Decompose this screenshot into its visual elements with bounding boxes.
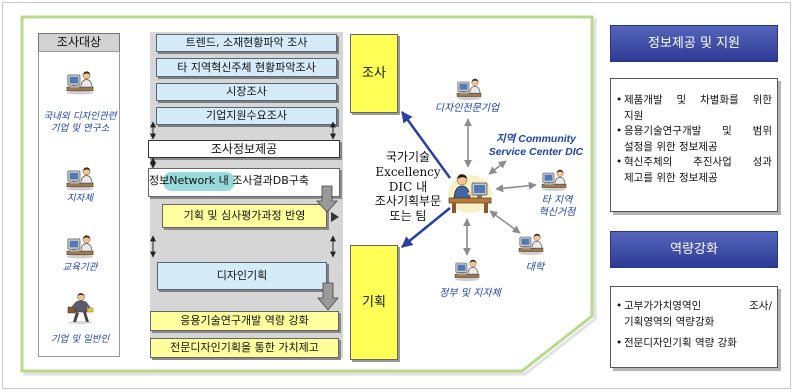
hub-line: 또는 팀 <box>389 209 427 224</box>
node-regional-hubs: 타 지역 혁신거점 <box>528 195 586 219</box>
label-line: 정부 및 지자체 <box>439 288 501 299</box>
target-label-companies-public: 기업 및 일반인 <box>35 334 125 346</box>
bullet-line: 설정을 위한 정보제공 <box>624 140 718 153</box>
person-computer-icon <box>66 232 94 259</box>
bullet-item: 제품개발 및 차별화를 위한 지원 <box>616 93 772 124</box>
hub-line: DIC 내 <box>388 179 428 194</box>
person-computer-icon <box>66 68 94 95</box>
info-provision-box: 조사정보제공 <box>148 140 340 158</box>
person-computer-icon <box>454 257 480 281</box>
bullet-item: 전문디자인기획 역량 강화 <box>616 336 772 352</box>
label-line: 국내외 디자인관련 <box>43 111 117 122</box>
hub-line: 국가기술 <box>385 150 431 164</box>
bullet-item: 고부가가치영역인 조사/ 기획영역의 역량강화 <box>616 299 772 330</box>
desk-worker-icon <box>447 170 493 214</box>
person-computer-icon <box>541 167 567 191</box>
label-line: Service Center DIC <box>488 146 584 158</box>
bullet-line: 혁신주체의 추진사업 성과 <box>624 156 772 168</box>
hub-line: Excellency <box>375 164 441 179</box>
task-market-survey: 시장조사 <box>156 83 337 101</box>
reflection-box: 기획 및 심사평가과정 반영 <box>162 204 327 228</box>
db-highlight <box>163 172 235 191</box>
node-universities: 대학 <box>514 262 556 274</box>
task-demand-survey: 기업지원수요조사 <box>156 107 337 125</box>
label-line: 디자인전문기업 <box>434 103 500 114</box>
node-government: 정부 및 지자체 <box>428 288 512 300</box>
bullet-line: 지원 <box>624 109 644 122</box>
phase-planning: 기획 <box>350 245 398 360</box>
support-header: 정보제공 및 지원 <box>610 25 778 62</box>
node-design-firms: 디자인전문기업 <box>427 103 507 115</box>
survey-targets-header: 조사대상 <box>38 33 120 52</box>
bullet-line: 고부가가치영역인 조사/ <box>624 300 772 312</box>
outcome-value-enhancement: 전문디자인기획을 통한 가치제고 <box>150 338 339 358</box>
bullet-line: 전문디자인기획 역량 강화 <box>624 337 737 349</box>
support-bullet-box: 제품개발 및 차별화를 위한 지원 응용기술연구개발 및 범위 설정을 위한 정… <box>610 78 778 212</box>
task-regional-survey: 타 지역혁신주체 현황파악조사 <box>156 58 337 77</box>
bullet-line: 제품개발 및 차별화를 위한 <box>624 94 772 106</box>
design-planning-box: 디자인기획 <box>157 262 327 290</box>
node-community-center: 지역 Community Service Center DIC <box>478 133 594 159</box>
hub-description: 국가기술 Excellency DIC 내 조사기획부문 또는 팀 <box>367 150 449 224</box>
target-label-education: 교육기관 <box>35 262 125 274</box>
task-trend-survey: 트렌드, 소재현황파악 조사 <box>156 34 337 52</box>
businessperson-icon <box>65 292 95 324</box>
person-computer-icon <box>518 231 544 255</box>
target-label-local-government: 지자체 <box>35 193 125 205</box>
label-line: 대학 <box>525 262 545 273</box>
person-computer-icon <box>456 76 482 100</box>
label-line: 기업 및 일반인 <box>50 334 110 345</box>
hub-line: 조사기획부문 <box>374 194 442 209</box>
label-line: 교육기관 <box>62 262 98 273</box>
person-computer-icon <box>66 164 94 191</box>
bullet-line: 제고를 위한 정보제공 <box>624 171 718 184</box>
label-line: 지자체 <box>66 193 94 204</box>
bullet-line: 기획영역의 역량강화 <box>624 315 715 328</box>
bullet-item: 혁신주체의 추진사업 성과 제고를 위한 정보제공 <box>616 155 772 186</box>
capacity-bullet-box: 고부가가치영역인 조사/ 기획영역의 역량강화 전문디자인기획 역량 강화 <box>610 286 778 368</box>
label-line: 혁신거점 <box>538 207 576 218</box>
bullet-item: 응용기술연구개발 및 범위 설정을 위한 정보제공 <box>616 124 772 155</box>
capacity-header: 역량강화 <box>610 231 778 268</box>
label-line: 타 지역 <box>541 195 573 206</box>
label-line: 지역 Community <box>496 133 576 145</box>
target-label-design-institutes: 국내외 디자인관련 기업 및 연구소 <box>35 111 125 135</box>
outcome-rnd-capacity: 응용기술연구개발 역량 강화 <box>150 311 339 331</box>
phase-survey: 조사 <box>350 34 398 113</box>
bullet-line: 응용기술연구개발 및 범위 <box>624 125 772 137</box>
db-build-label: 정보Network 내 조사결과DB구축 <box>149 174 310 187</box>
label-line: 기업 및 연구소 <box>50 123 110 134</box>
